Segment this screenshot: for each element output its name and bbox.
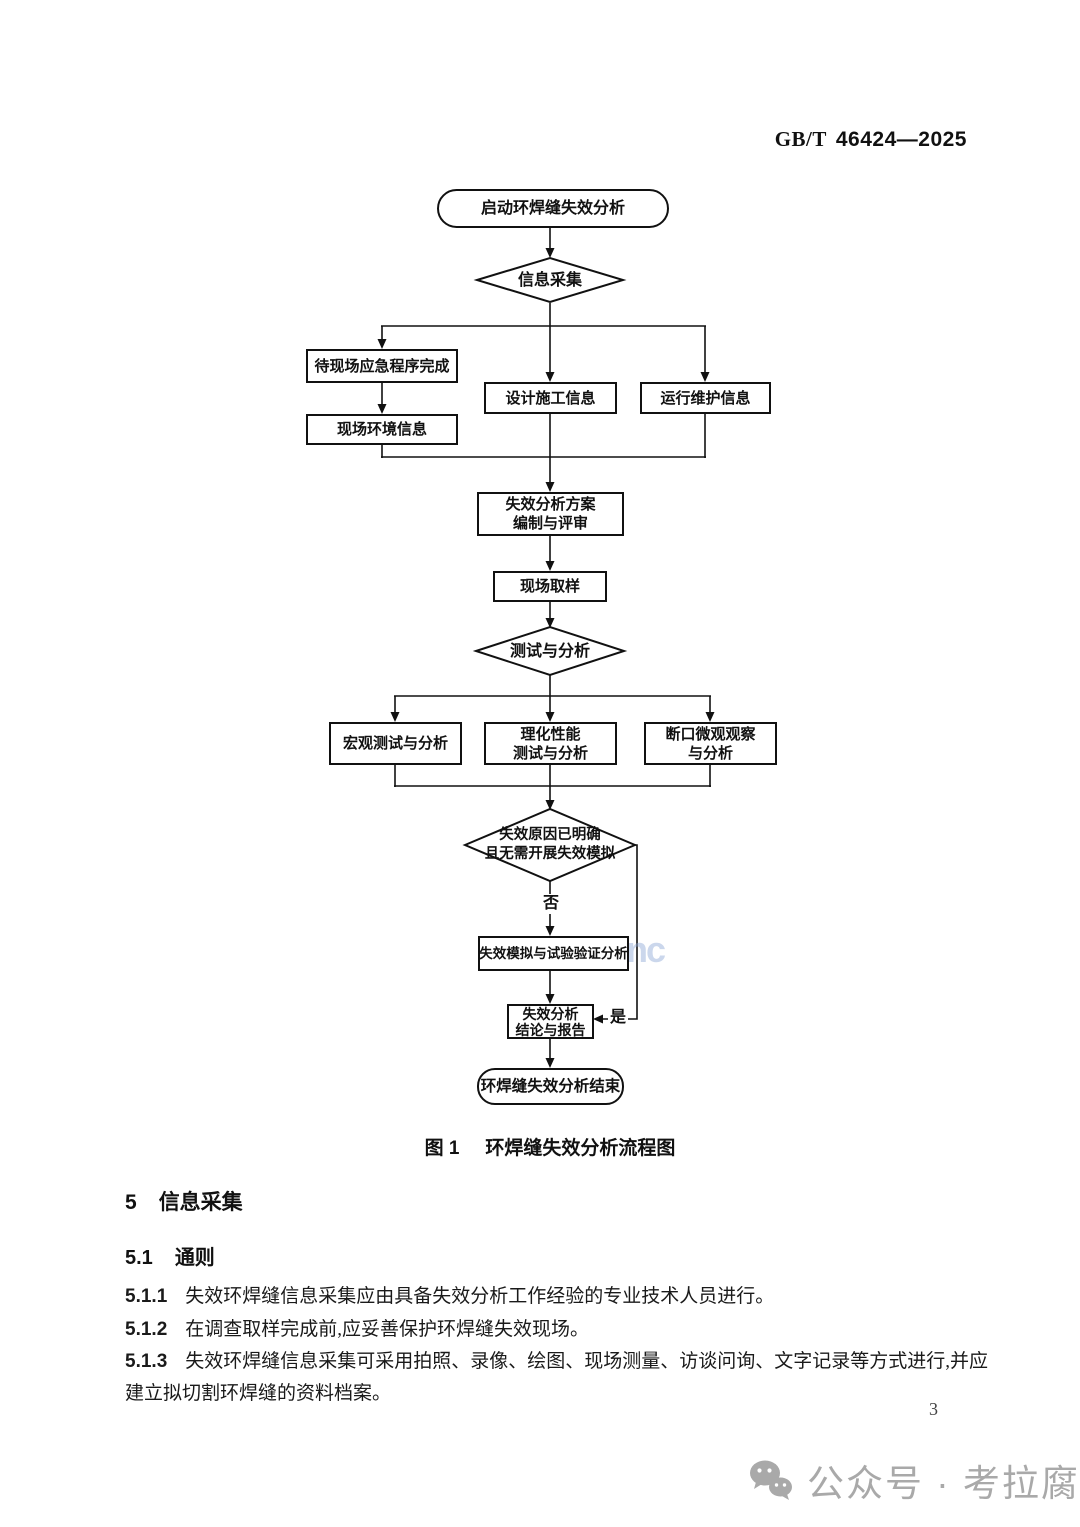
site-sampling-label: 现场取样 <box>519 578 580 595</box>
decision-info-collection-label: 信息采集 <box>517 271 582 289</box>
section-5-heading: 5 信息采集 <box>125 1186 243 1216</box>
decision-cause-identified-label: 失效原因已明确 且无需开展失效模拟 <box>465 825 635 865</box>
bottom-watermark: 公众号 · 考拉腐蚀 <box>748 1453 1080 1507</box>
figure-caption: 图 1 环焊缝失效分析流程图 <box>10 1133 1080 1160</box>
figure-title: 环焊缝失效分析流程图 <box>485 1138 676 1159</box>
clause-5-1-3-text: 失效环焊缝信息采集可采用拍照、录像、绘图、现场测量、访谈问询、文字记录等方式进行… <box>185 1351 989 1372</box>
physchem-line2: 测试与分析 <box>512 744 588 762</box>
clause-5-1-3-text2: 建立拟切割环焊缝的资料档案。 <box>125 1383 392 1404</box>
edge-label-yes: 是 <box>608 1008 629 1028</box>
failure-simulation-label: 失效模拟与试验验证分析 <box>479 946 628 961</box>
watermark-text: 公众号 · 考拉腐蚀 <box>807 1463 1080 1504</box>
clause-5-1-3: 5.1.3 失效环焊缝信息采集可采用拍照、录像、绘图、现场测量、访谈问询、文字记录… <box>125 1346 1065 1410</box>
clause-5-1-2: 5.1.2 在调查取样完成前,应妥善保护环焊缝失效现场。 <box>125 1314 1065 1346</box>
analysis-plan-line2: 编制与评审 <box>512 515 588 532</box>
flow-box-physchem-test: 理化性能 测试与分析 <box>484 722 617 765</box>
conclusion-line1: 失效分析 <box>522 1005 579 1022</box>
conclusion-line2: 结论与报告 <box>515 1021 586 1038</box>
analysis-plan-line1: 失效分析方案 <box>505 496 596 513</box>
clause-5-1-2-text: 在调查取样完成前,应妥善保护环焊缝失效现场。 <box>185 1319 590 1340</box>
flow-start-label: 启动环焊缝失效分析 <box>480 200 625 217</box>
section-5-number: 5 <box>125 1191 137 1214</box>
decision-info-collection-shape <box>473 256 627 304</box>
flow-box-macro-test: 宏观测试与分析 <box>329 722 462 765</box>
flow-box-site-env-info: 现场环境信息 <box>306 414 458 445</box>
flow-end-node: 环焊缝失效分析结束 <box>477 1068 624 1105</box>
wait-emergency-label: 待现场应急程序完成 <box>314 357 450 375</box>
flow-box-conclusion-report: 失效分析 结论与报告 <box>507 1004 594 1039</box>
section-5-1-title: 通则 <box>174 1247 215 1269</box>
figure-number: 图 1 <box>424 1138 460 1159</box>
flow-box-failure-simulation: 失效模拟与试验验证分析 <box>478 936 629 971</box>
cause-line2: 且无需开展失效模拟 <box>484 846 616 862</box>
clause-5-1-3-number: 5.1.3 <box>125 1351 168 1372</box>
edge-label-no: 否 <box>541 894 562 914</box>
clause-5-1-1-text: 失效环焊缝信息采集应由具备失效分析工作经验的专业技术人员进行。 <box>185 1286 775 1307</box>
flow-box-analysis-plan: 失效分析方案 编制与评审 <box>477 492 624 536</box>
flow-box-fracture-observation: 断口微观观察 与分析 <box>644 722 777 765</box>
operation-info-label: 运行维护信息 <box>660 389 751 407</box>
flow-box-site-sampling: 现场取样 <box>493 571 607 602</box>
clause-5-1-2-number: 5.1.2 <box>125 1319 168 1340</box>
flow-box-design-info: 设计施工信息 <box>484 382 617 414</box>
faint-watermark: nc <box>626 929 666 970</box>
clause-5-1-1-number: 5.1.1 <box>125 1286 168 1307</box>
standard-code: GB/T <box>774 127 827 151</box>
clause-5-1-1: 5.1.1 失效环焊缝信息采集应由具备失效分析工作经验的专业技术人员进行。 <box>125 1281 1065 1313</box>
decision-test-analysis-label: 测试与分析 <box>509 642 590 660</box>
flow-start-node: 启动环焊缝失效分析 <box>437 189 669 228</box>
design-info-label: 设计施工信息 <box>505 389 596 407</box>
wechat-icon <box>750 1460 792 1500</box>
section-5-1-heading: 5.1 通则 <box>125 1241 215 1270</box>
cause-line1: 失效原因已明确 <box>499 827 601 843</box>
flow-end-label: 环焊缝失效分析结束 <box>480 1078 621 1095</box>
decision-test-analysis-shape <box>472 625 628 677</box>
macro-test-label: 宏观测试与分析 <box>342 735 448 752</box>
fracture-line1: 断口微观观察 <box>665 725 756 743</box>
flow-box-wait-emergency: 待现场应急程序完成 <box>306 349 458 383</box>
section-5-1-number: 5.1 <box>125 1247 153 1269</box>
standard-number: GB/T 46424—2025 <box>775 127 967 152</box>
page-number: 3 <box>929 1399 938 1419</box>
flowchart-connectors <box>377 228 715 1068</box>
physchem-line1: 理化性能 <box>520 725 581 743</box>
section-5-title: 信息采集 <box>158 1191 243 1214</box>
site-env-info-label: 现场环境信息 <box>336 421 427 438</box>
decision-cause-identified-shape <box>462 807 638 883</box>
fracture-line2: 与分析 <box>687 744 733 762</box>
standard-year-number: 46424—2025 <box>835 128 967 151</box>
flow-box-operation-info: 运行维护信息 <box>640 382 771 414</box>
